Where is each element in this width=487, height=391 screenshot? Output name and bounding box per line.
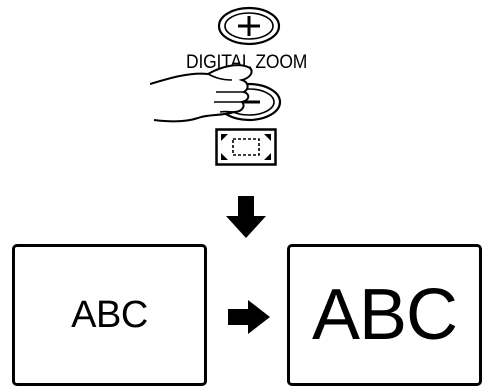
zoom-frame-icon — [215, 128, 277, 166]
arrow-down-icon — [226, 196, 266, 238]
plus-circle-icon[interactable] — [216, 4, 282, 48]
before-zoom-text: ABC — [71, 293, 148, 336]
pressing-hand-icon — [150, 64, 253, 123]
before-zoom-panel: ABC — [12, 244, 207, 386]
after-zoom-panel: ABC — [287, 244, 482, 386]
arrow-right-icon — [228, 300, 270, 334]
digital-zoom-label: DIGITAL ZOOM — [186, 52, 308, 73]
after-zoom-text: ABC — [311, 275, 458, 355]
